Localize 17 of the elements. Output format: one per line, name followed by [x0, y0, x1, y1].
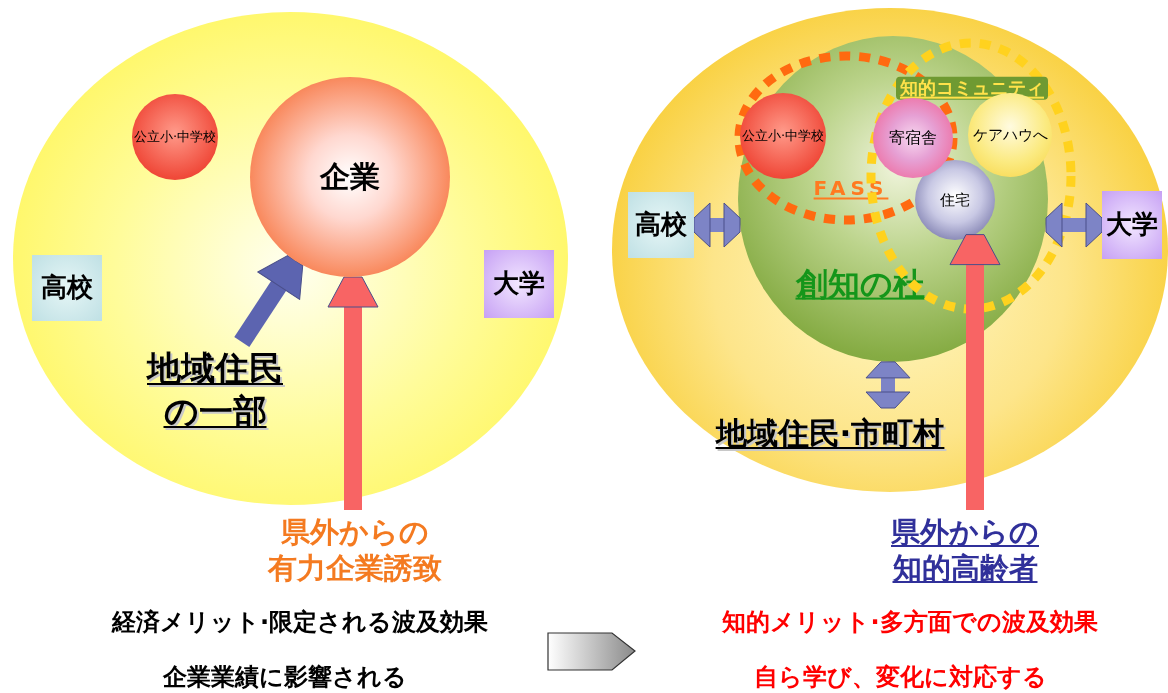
caption-text: 知的メリット·多方面での波及効果: [722, 609, 1098, 637]
university-box: 大学: [484, 250, 554, 318]
caption-text: 自ら学び、変化に対応する: [753, 664, 1047, 692]
school-box: 高校: [628, 192, 694, 258]
school-circle: 公立小·中学校: [740, 93, 826, 179]
residents-text: 地域住民の一部: [110, 342, 320, 437]
company-circle: 企業: [250, 77, 450, 277]
caption-text: 経済メリット·限定される波及効果: [111, 609, 489, 637]
school-box: 高校: [32, 255, 102, 321]
ring-label: FASS: [813, 176, 889, 200]
caption-text: 企業業績に影響される: [163, 664, 407, 692]
university-box: 大学: [1102, 191, 1162, 259]
elderly-text: 県外からの知的高齢者: [835, 510, 1095, 590]
housing-circle: 住宅: [915, 160, 995, 240]
school-circle: 公立小·中学校: [132, 94, 218, 180]
residents-text: 地域住民·市町村: [690, 408, 970, 458]
attraction-text: 県外からの有力企業誘致: [220, 510, 490, 590]
